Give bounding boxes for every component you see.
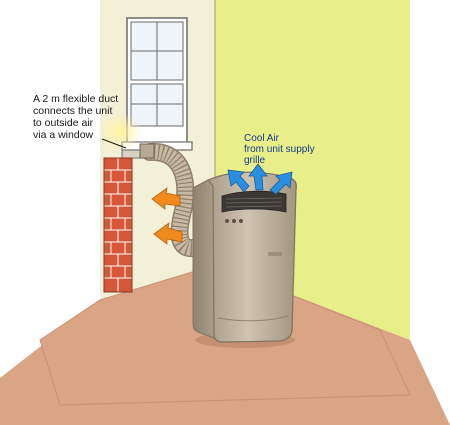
duct-icon [139, 143, 214, 258]
window-icon [121, 17, 193, 159]
hot-air-arrow-icon [151, 187, 183, 245]
duct-annotation-line: via a window [33, 129, 94, 141]
cool-air-annotation: Cool Air from unit supply grille [244, 133, 315, 166]
duct-annotation-line: A 2 m flexible duct [33, 93, 119, 105]
duct-annotation-line: to outside air [33, 117, 94, 129]
cool-air-annotation-line: grille [244, 155, 266, 166]
cool-air-arrow-icon [227, 163, 293, 195]
duct-annotation-line: connects the unit [33, 105, 113, 117]
brick-wall-icon [103, 157, 133, 293]
pointer-line-icon [101, 138, 127, 149]
duct-annotation: A 2 m flexible duct connects the unit to… [33, 93, 118, 141]
cool-air-annotation-line: Cool Air [244, 133, 280, 144]
cool-air-annotation-line: from unit supply [244, 144, 315, 155]
portable-ac-unit-icon [192, 171, 297, 348]
